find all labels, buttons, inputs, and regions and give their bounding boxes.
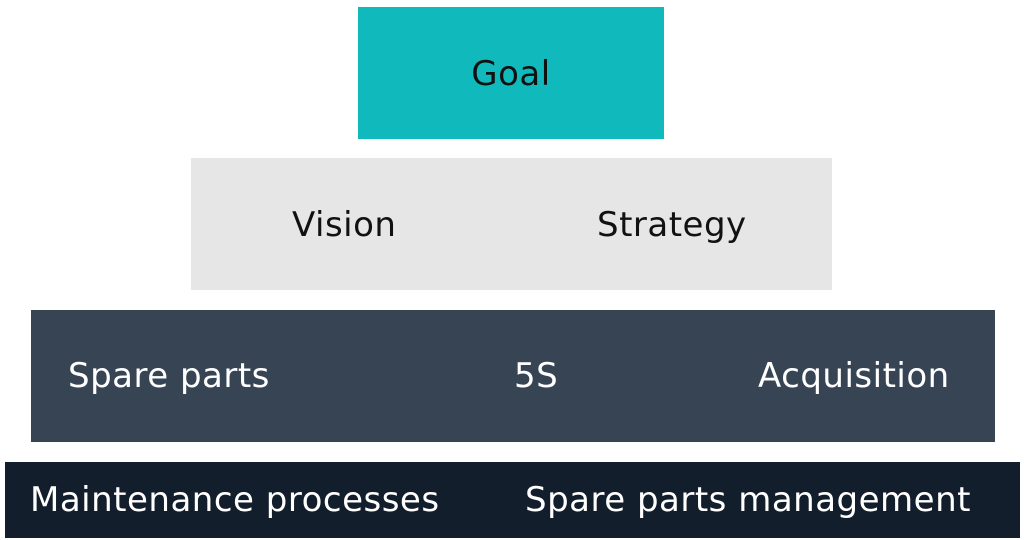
5s-label: 5S [514,356,559,396]
spare-parts-management-label: Spare parts management [525,480,971,520]
acquisition-label: Acquisition [758,356,950,396]
foundation-tier: Maintenance processes Spare parts manage… [5,462,1020,538]
strategy-label: Strategy [597,205,747,245]
vision-strategy-tier: Vision Strategy [191,158,832,290]
operations-tier: Spare parts 5S Acquisition [31,310,995,442]
vision-label: Vision [292,205,397,245]
maintenance-processes-label: Maintenance processes [30,480,440,520]
goal-label: Goal [471,54,551,94]
spare-parts-label: Spare parts [68,356,270,396]
goal-tier: Goal [358,7,664,139]
